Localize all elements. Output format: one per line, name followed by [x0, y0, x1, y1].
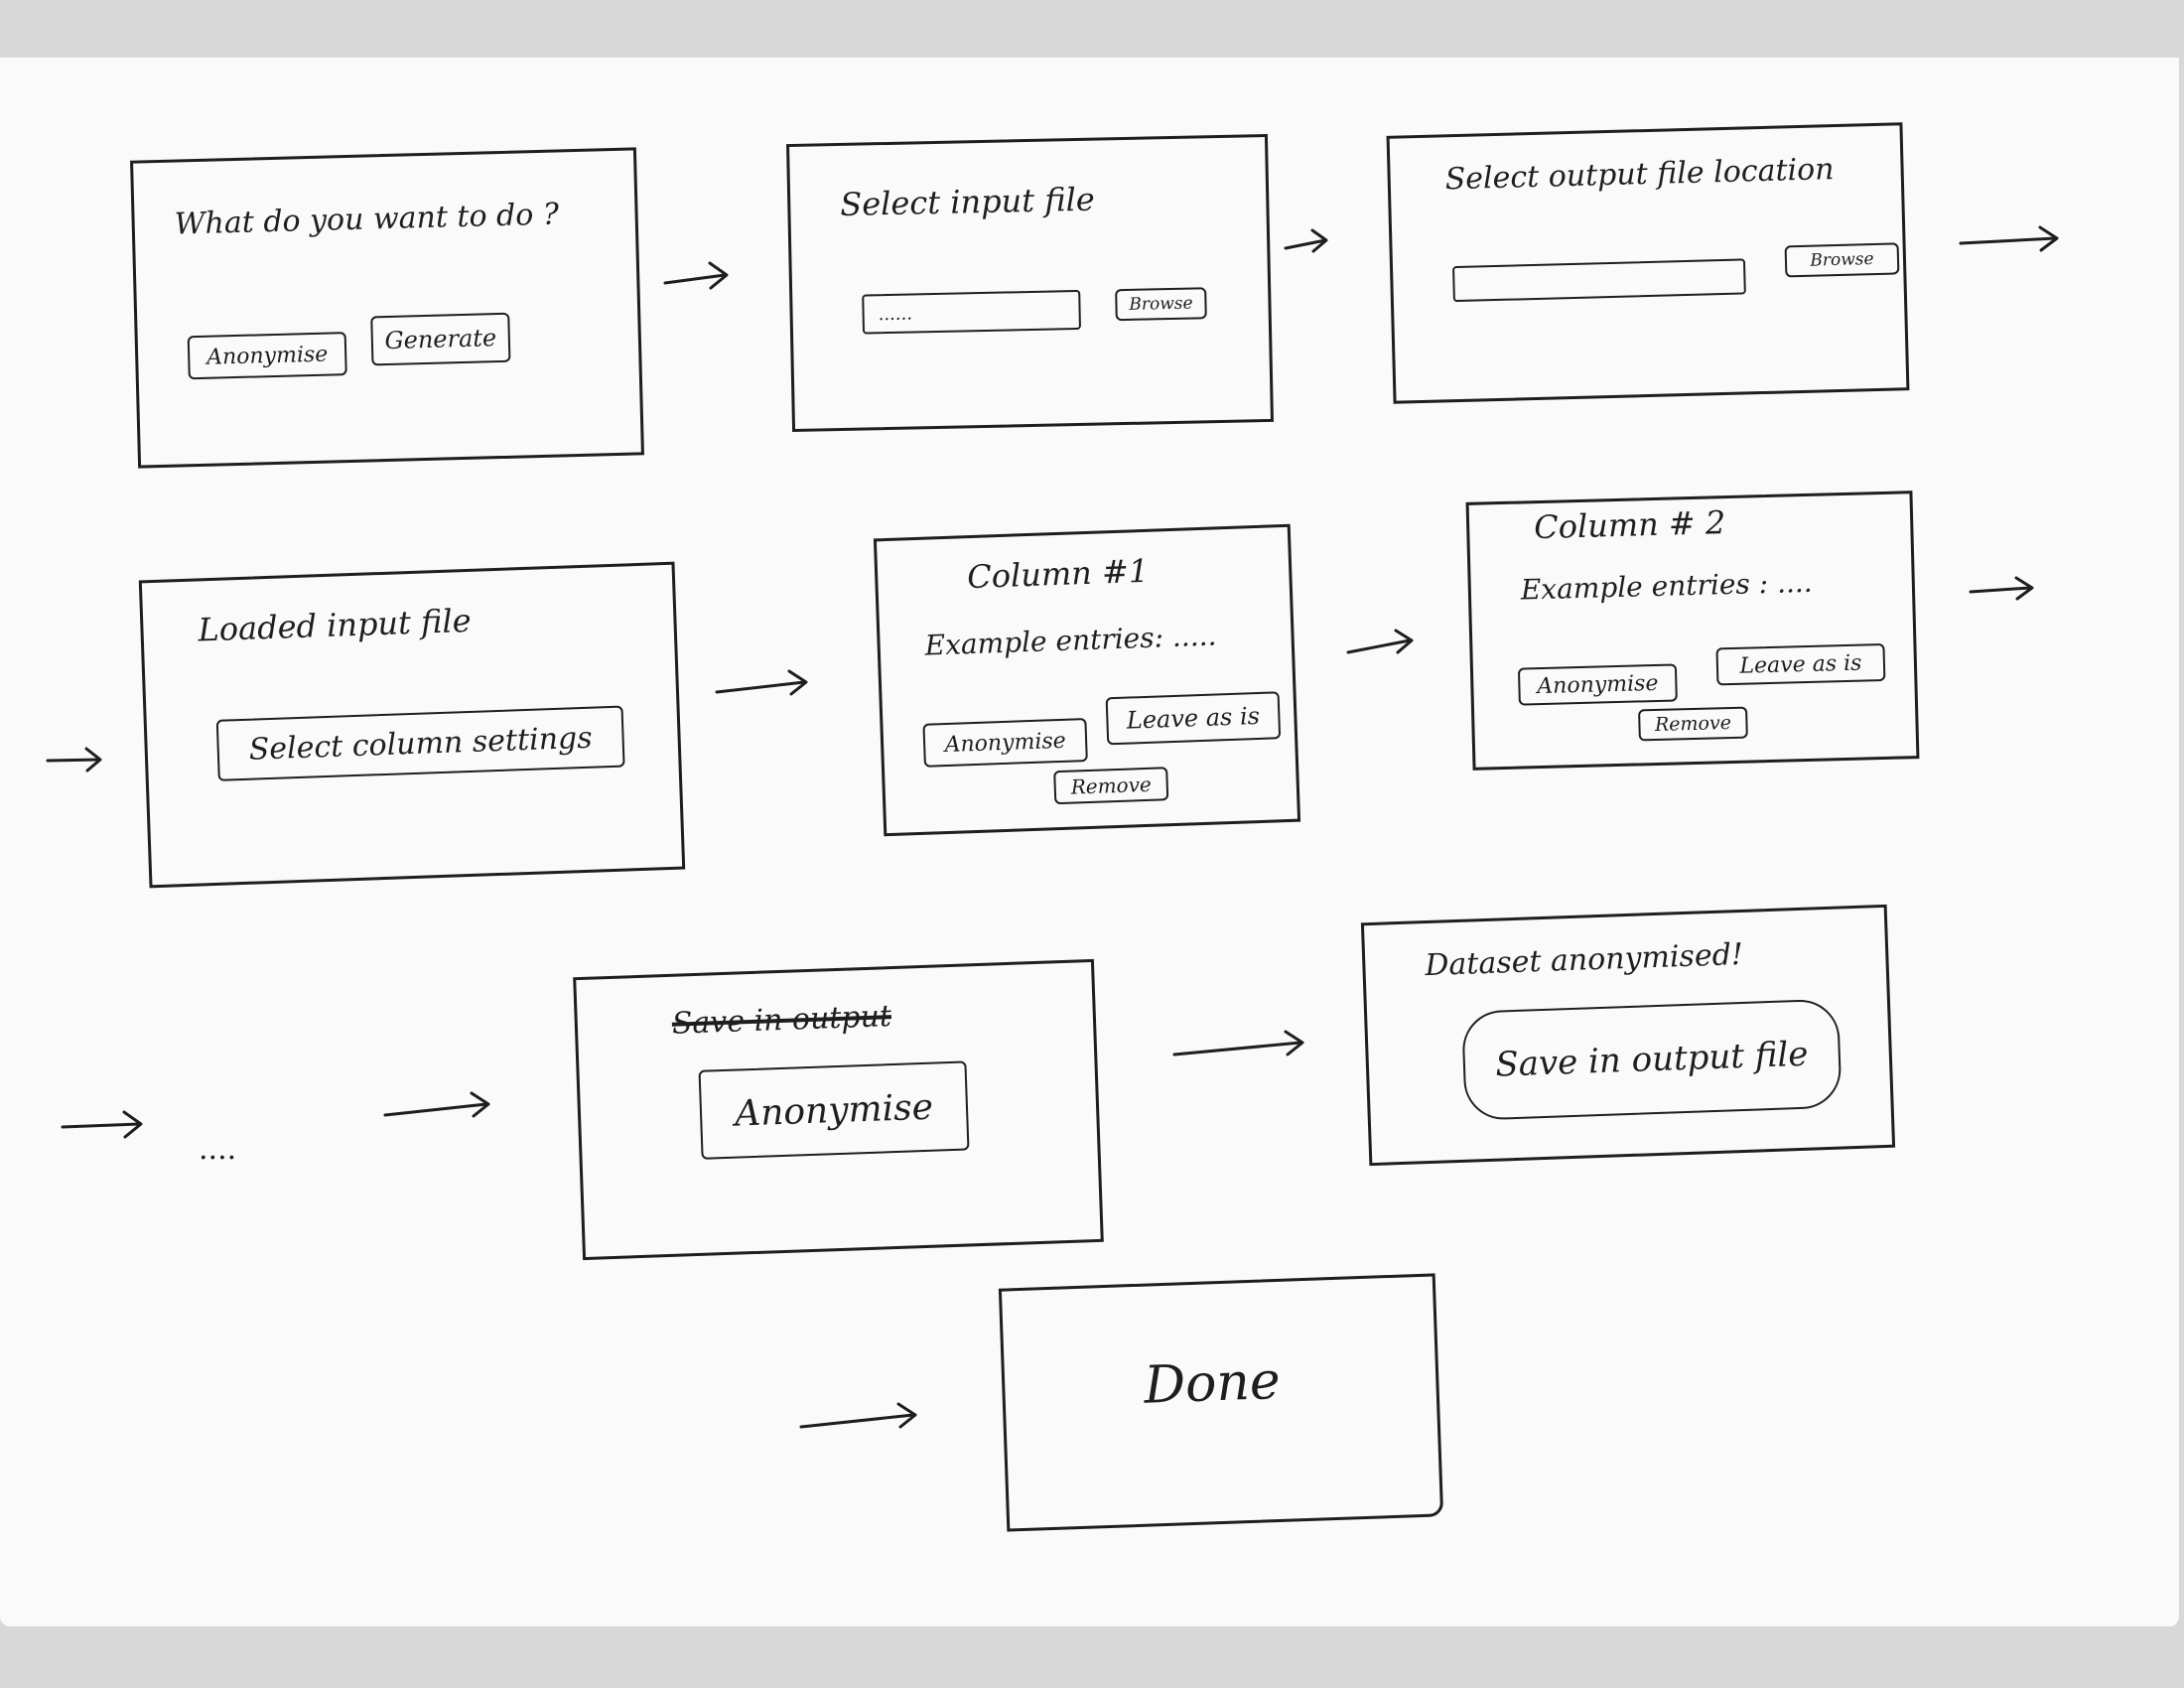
struck-save-text: Save in output [671, 999, 892, 1042]
question-text: What do you want to do ? [174, 197, 560, 242]
generate-button[interactable]: Generate [370, 312, 511, 366]
save-output-button[interactable]: Save in output file [1461, 998, 1843, 1121]
done-label: Done [1143, 1350, 1282, 1416]
column-1-remove-button[interactable]: Remove [1053, 767, 1169, 805]
screen-done: Done [998, 1273, 1444, 1532]
ellipsis: .... [199, 1132, 237, 1167]
column-2-anonymise-button[interactable]: Anonymise [1517, 663, 1678, 706]
output-file-field[interactable] [1452, 258, 1746, 303]
screen-input-file: Select input file ...... Browse [786, 133, 1274, 433]
screen-result: Dataset anonymised! Save in output file [1360, 904, 1896, 1167]
column-1-example-entries: Example entries: ..... [924, 619, 1217, 662]
column-1-anonymise-button[interactable]: Anonymise [922, 718, 1088, 768]
input-file-title: Select input file [839, 180, 1096, 223]
screen-anonymise-step: Save in output Anonymise [573, 958, 1104, 1261]
screen-output-location: Select output file location Browse [1386, 122, 1910, 404]
dataset-anonymised-title: Dataset anonymised! [1424, 936, 1744, 984]
screen-column-1: Column #1 Example entries: ..... Anonymi… [873, 523, 1301, 837]
column-2-title: Column # 2 [1533, 503, 1726, 547]
column-2-remove-button[interactable]: Remove [1638, 706, 1748, 742]
column-1-title: Column #1 [966, 551, 1150, 597]
column-1-leave-button[interactable]: Leave as is [1105, 691, 1282, 746]
screen-loaded-file: Loaded input file Select column settings [138, 561, 686, 889]
anonymise-button[interactable]: Anonymise [187, 332, 347, 380]
column-2-example-entries: Example entries : .... [1520, 565, 1813, 607]
screen-column-2: Column # 2 Example entries : .... Anonym… [1465, 491, 1920, 771]
select-column-settings-button[interactable]: Select column settings [215, 705, 625, 781]
sketch-paper [0, 58, 2179, 1626]
output-browse-button[interactable]: Browse [1784, 242, 1900, 278]
input-browse-button[interactable]: Browse [1115, 287, 1207, 322]
input-file-field[interactable]: ...... [862, 289, 1081, 335]
anonymise-final-button[interactable]: Anonymise [698, 1060, 970, 1160]
screen-choose-action: What do you want to do ? Anonymise Gener… [130, 147, 644, 469]
column-2-leave-button[interactable]: Leave as is [1715, 642, 1886, 686]
loaded-file-title: Loaded input file [197, 601, 473, 649]
output-location-title: Select output file location [1444, 152, 1835, 198]
